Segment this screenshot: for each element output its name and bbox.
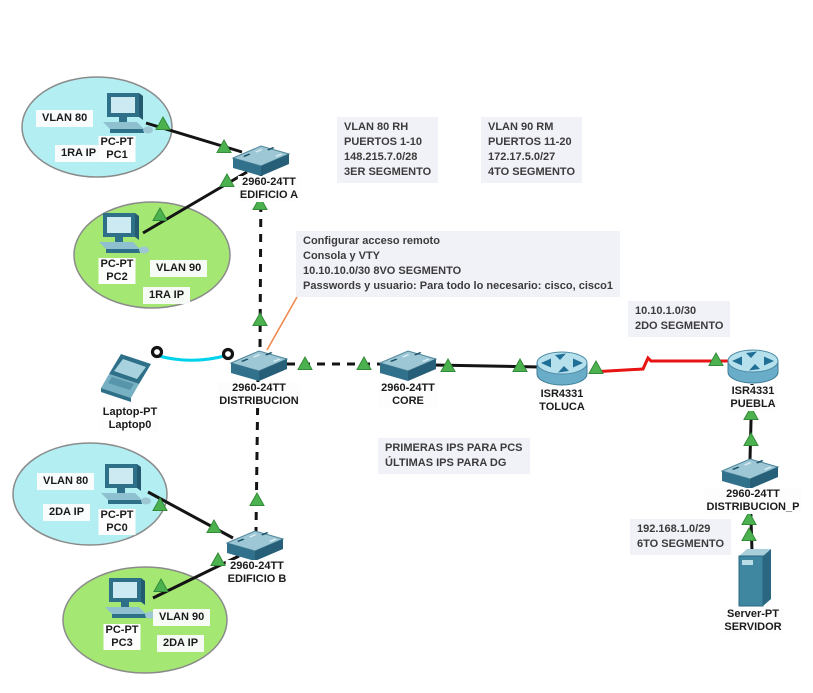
note-ips-asignacion: PRIMERAS IPS PARA PCS ÚLTIMAS IPS PARA D…	[378, 438, 530, 474]
link-status-triangle	[708, 352, 724, 366]
router-toluca-icon[interactable]	[536, 351, 588, 386]
laptop0-icon[interactable]	[101, 354, 151, 402]
server-servidor-icon[interactable]	[738, 548, 772, 607]
zone-label-vlan80-b: VLAN 80	[37, 473, 95, 490]
link-status-triangle	[252, 312, 268, 326]
link-status-triangle	[249, 492, 265, 506]
note-2do-segmento: 10.10.1.0/30 2DO SEGMENTO	[628, 301, 731, 337]
link-status-triangle	[743, 432, 759, 446]
link-status-triangle	[588, 360, 604, 374]
note-6to-segmento: 192.168.1.0/29 6TO SEGMENTO	[630, 519, 732, 555]
link-console-laptop-distribucion[interactable]	[158, 353, 229, 362]
router-puebla-icon[interactable]	[727, 349, 779, 384]
note-vlan80-rh: VLAN 80 RH PUERTOS 1-10 148.215.7.0/28 3…	[337, 117, 439, 183]
zone-label-vlan90-a: VLAN 90	[150, 260, 208, 277]
console-connector-distribucion	[221, 347, 235, 361]
note-callout-line	[266, 296, 298, 351]
zone-label-vlan80-a: VLAN 80	[36, 110, 94, 127]
zone-vlan80-edificio-b	[12, 442, 168, 546]
zone-label-vlan90-b: VLAN 90	[153, 609, 211, 626]
link-status-triangle	[741, 527, 757, 541]
link-distribucion-edificio-b[interactable]	[254, 376, 260, 532]
note-vlan90-rm: VLAN 90 RM PUERTOS 11-20 172.17.5.0/27 4…	[481, 117, 583, 183]
link-status-triangle	[210, 552, 226, 566]
switch-distribucion-p-icon[interactable]	[721, 458, 779, 490]
zone-label-2da-ip-pc0: 2DA IP	[43, 504, 91, 521]
zone-label-2da-ip-pc3: 2DA IP	[157, 635, 205, 652]
console-connector-laptop	[150, 345, 164, 359]
zone-label-1ra-ip-pc2: 1RA IP	[143, 287, 191, 304]
switch-core-icon[interactable]	[379, 350, 437, 382]
note-acceso-remoto: Configurar acceso remoto Consola y VTY 1…	[296, 231, 620, 297]
zone-label-1ra-ip-pc1: 1RA IP	[55, 145, 103, 162]
switch-distribucion-icon[interactable]	[230, 350, 288, 382]
